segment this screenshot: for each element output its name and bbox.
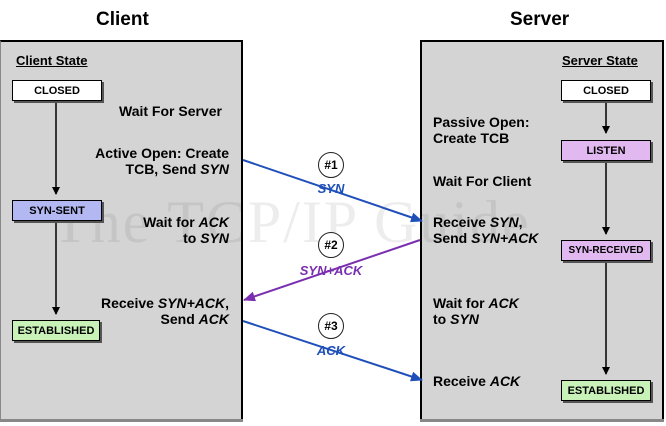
server-panel: [420, 40, 664, 419]
server-established-state: ESTABLISHED: [561, 380, 651, 401]
message-number-badge: #3: [318, 313, 344, 339]
client-syn-sent-state: SYN-SENT: [12, 200, 102, 221]
message-number-badge: #1: [318, 152, 344, 178]
server-panel-shadow: [420, 418, 664, 422]
server-syn-received-state: SYN-RECEIVED: [561, 240, 651, 261]
server-listen-state: LISTEN: [561, 140, 651, 161]
client-receive-synack-label: Receive SYN+ACK, Send ACK: [100, 295, 229, 327]
client-panel-shadow: [0, 418, 243, 422]
client-established-state: ESTABLISHED: [12, 320, 100, 341]
ack-message-label: ACK: [316, 343, 346, 358]
synack-message-arrow: [243, 239, 421, 302]
client-state-title: Client State: [16, 53, 88, 68]
client-panel: [0, 40, 243, 419]
client-wait-for-server-label: Wait For Server: [119, 103, 222, 119]
server-closed-state: CLOSED: [561, 80, 651, 101]
server-passive-open-label: Passive Open: Create TCB: [433, 114, 530, 146]
client-wait-for-ack-label: Wait for ACK to SYN: [143, 214, 229, 246]
syn-message-label: SYN: [317, 181, 345, 196]
ack-message-arrow: [242, 320, 423, 382]
client-heading: Client: [96, 9, 149, 30]
client-active-open-label: Active Open: Create TCB, Send SYN: [95, 145, 229, 177]
server-receive-ack-label: Receive ACK: [433, 373, 521, 389]
server-wait-for-client-label: Wait For Client: [433, 173, 532, 189]
client-closed-state: CLOSED: [12, 80, 102, 101]
server-wait-for-ack-label: Wait for ACK to SYN: [433, 295, 519, 327]
syn-message-arrow: [242, 159, 423, 223]
server-state-title: Server State: [562, 53, 638, 68]
message-number-badge: #2: [318, 232, 344, 258]
server-receive-syn-label: Receive SYN, Send SYN+ACK: [433, 214, 539, 246]
server-heading: Server: [510, 9, 570, 30]
watermark: The TCP/IP Guide: [52, 189, 531, 255]
synack-message-label: SYN+ACK: [299, 263, 363, 278]
